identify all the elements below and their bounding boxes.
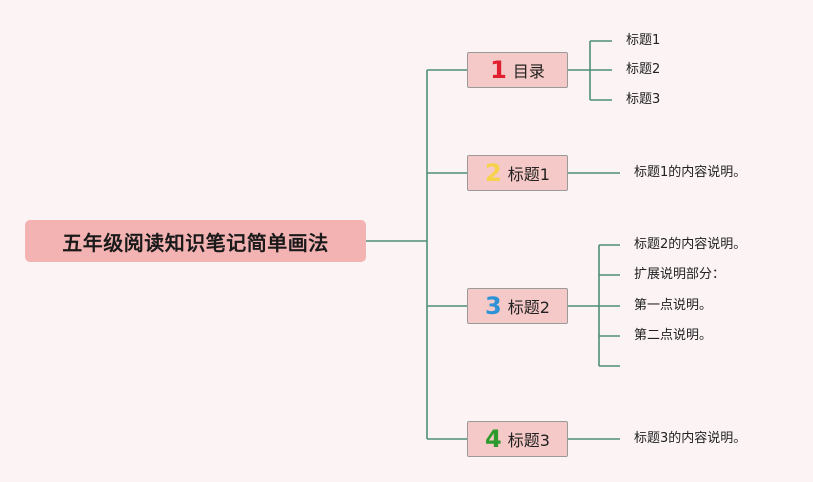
leaf-topic[interactable]: 标题2的内容说明。	[634, 237, 747, 252]
leaf-topic[interactable]: 第一点说明。	[634, 298, 713, 313]
branch-label: 标题1	[507, 165, 550, 184]
branch-topic-title3[interactable]: 4 标题3	[467, 421, 568, 457]
branch-topic-catalog[interactable]: 1 目录	[467, 52, 568, 88]
number-3-icon: 3	[485, 292, 502, 320]
branch-topic-title2[interactable]: 3 标题2	[467, 288, 568, 324]
number-4-icon: 4	[485, 425, 502, 453]
leaf-topic[interactable]: 标题1	[626, 33, 661, 48]
branch-label: 标题3	[507, 431, 550, 450]
branch-label: 标题2	[507, 298, 550, 317]
number-1-icon: 1	[490, 56, 507, 84]
leaf-topic[interactable]: 第二点说明。	[634, 328, 713, 343]
leaf-topic[interactable]: 标题3	[626, 92, 661, 107]
leaf-topic[interactable]: 标题2	[626, 62, 661, 77]
branch-topic-title1[interactable]: 2 标题1	[467, 155, 568, 191]
leaf-topic[interactable]: 标题3的内容说明。	[634, 431, 747, 446]
number-2-icon: 2	[485, 159, 502, 187]
branch-label: 目录	[512, 62, 545, 81]
root-topic[interactable]: 五年级阅读知识笔记简单画法	[25, 220, 366, 262]
leaf-topic[interactable]: 标题1的内容说明。	[634, 165, 747, 180]
root-title: 五年级阅读知识笔记简单画法	[62, 230, 329, 255]
leaf-topic[interactable]: 扩展说明部分：	[634, 267, 726, 282]
